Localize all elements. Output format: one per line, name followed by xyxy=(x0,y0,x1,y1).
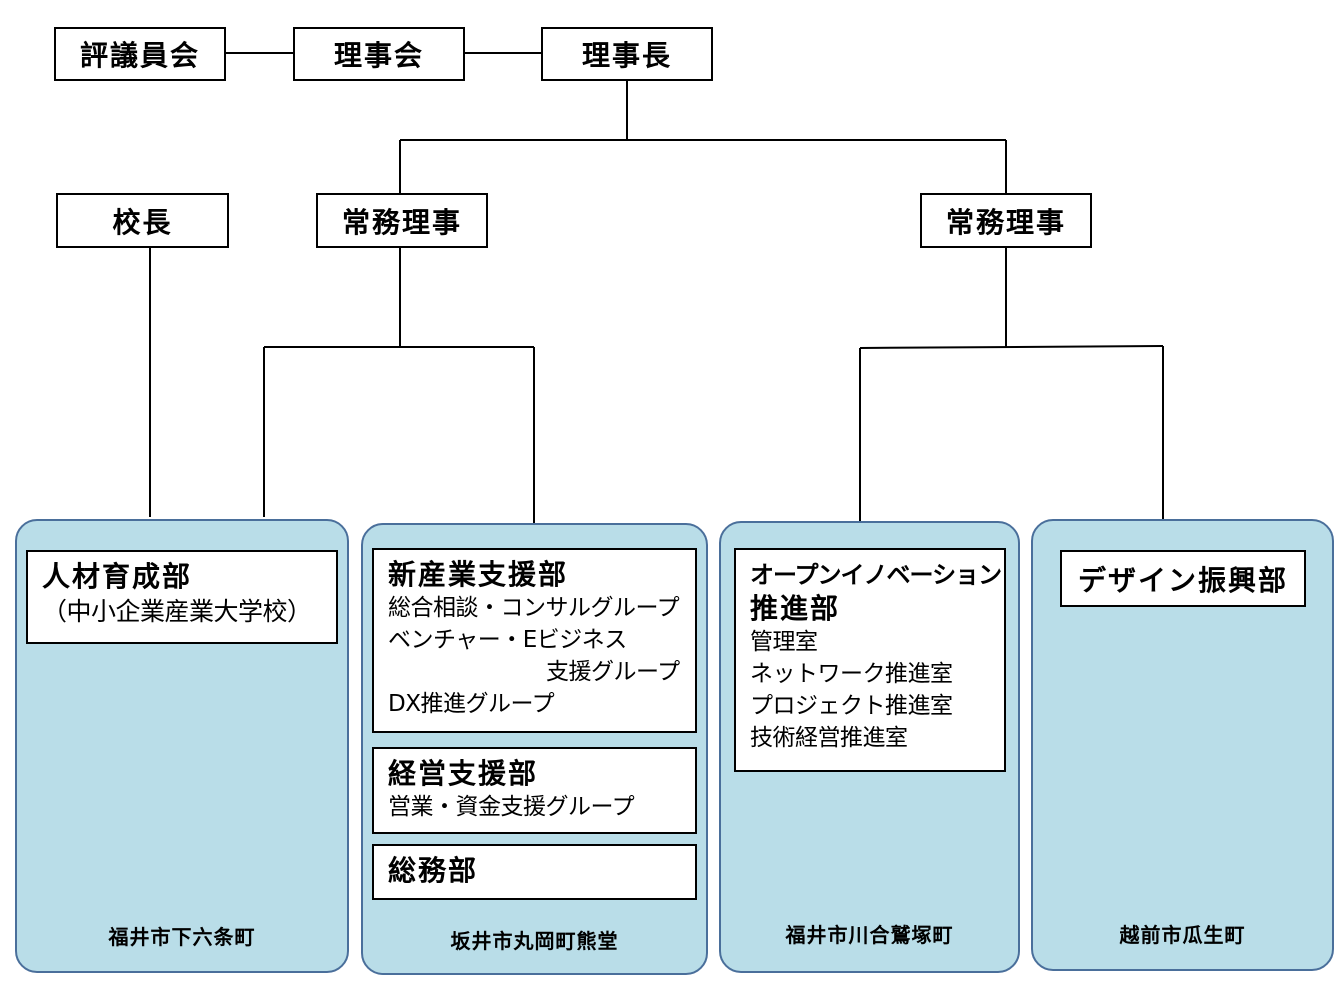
dept-title-line1: オープンイノベーション xyxy=(750,561,1002,589)
location-label: 福井市下六条町 xyxy=(108,925,256,949)
dept-new-industry: 新産業支援部 総合相談・コンサルグループ ベンチャー・Eビジネス 支援グループ … xyxy=(372,548,697,733)
office-management: 管理室 xyxy=(750,629,818,655)
location-label: 福井市川合鷲塚町 xyxy=(785,923,954,947)
dept-design-promotion: デザイン振興部 xyxy=(1060,550,1306,607)
region-maruoka: 新産業支援部 総合相談・コンサルグループ ベンチャー・Eビジネス 支援グループ … xyxy=(361,523,708,975)
council-box: 評議員会 xyxy=(54,27,226,81)
principal-box: 校長 xyxy=(56,193,229,248)
group-venture: ベンチャー・Eビジネス xyxy=(388,627,627,653)
dept-human-resources: 人材育成部 （中小企業産業大学校） xyxy=(26,550,338,644)
region-kawai: オープンイノベーション 推進部 管理室 ネットワーク推進室 プロジェクト推進室 … xyxy=(719,521,1020,973)
dept-title: 新産業支援部 xyxy=(388,558,569,591)
chairman-box: 理事長 xyxy=(541,27,713,81)
region-shimorokujo: 人材育成部 （中小企業産業大学校） 福井市下六条町 xyxy=(15,519,349,973)
dept-subtitle: （中小企業産業大学校） xyxy=(42,597,312,626)
managing-director-left-box: 常務理事 xyxy=(316,193,488,248)
group-dx: DX推進グループ xyxy=(388,691,555,717)
dept-title: 総務部 xyxy=(388,854,479,887)
dept-title: 経営支援部 xyxy=(388,757,539,790)
dept-title: 人材育成部 xyxy=(42,560,193,593)
dept-open-innovation: オープンイノベーション 推進部 管理室 ネットワーク推進室 プロジェクト推進室 … xyxy=(734,548,1006,772)
region-takefu: デザイン振興部 越前市瓜生町 xyxy=(1031,519,1334,971)
dept-management-support: 経営支援部 営業・資金支援グループ xyxy=(372,747,697,834)
managing-director-right-box: 常務理事 xyxy=(920,193,1092,248)
location-label: 坂井市丸岡町熊堂 xyxy=(450,929,619,953)
dept-title-line2: 推進部 xyxy=(750,592,841,625)
group-consulting: 総合相談・コンサルグループ xyxy=(388,595,680,621)
dept-general-affairs: 総務部 xyxy=(372,844,697,900)
board-box: 理事会 xyxy=(293,27,465,81)
office-network: ネットワーク推進室 xyxy=(750,661,953,687)
location-label: 越前市瓜生町 xyxy=(1119,923,1246,947)
office-tech-management: 技術経営推進室 xyxy=(750,725,908,751)
group-sales-finance: 営業・資金支援グループ xyxy=(388,794,635,820)
office-project: プロジェクト推進室 xyxy=(750,693,953,719)
group-venture-cont: 支援グループ xyxy=(546,659,680,685)
